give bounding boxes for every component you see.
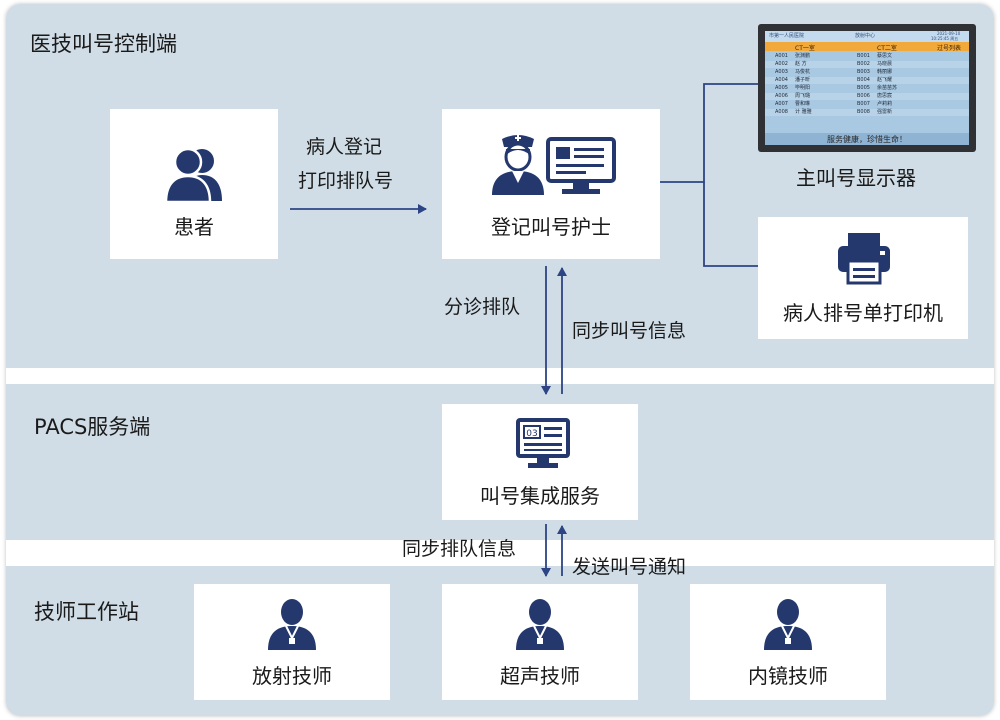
screen-date: 2021-09-10 — [937, 31, 961, 36]
connectors — [290, 83, 758, 577]
screen-patient-name: 毕明阳 — [795, 85, 811, 91]
edge-label-send-call: 发送叫号通知 — [572, 556, 687, 578]
screen-patient-name: 韩丽娜 — [877, 69, 893, 75]
screen-queue-number: B003 — [857, 69, 870, 75]
screen-queue-number: A008 — [775, 109, 788, 115]
display-screen: 市第一人民医院 放射中心 2021-09-10 10:25:45 周五 CT一室… — [765, 31, 969, 145]
patient-label: 患者 — [174, 215, 214, 239]
screen-row: A005 毕明阳 B005 余苗苗苏 — [765, 85, 969, 92]
screen-header: CT一室 CT二室 过号列表 — [765, 42, 969, 52]
screen-patient-name: 曹和琳 — [795, 101, 811, 107]
screen-queue-number: B001 — [857, 53, 870, 59]
endoscopy-tech-label: 内镜技师 — [748, 664, 828, 688]
call-display-icon: 03 — [516, 418, 570, 468]
screen-topbar: 市第一人民医院 放射中心 2021-09-10 10:25:45 周五 — [765, 31, 969, 42]
screen-row: A003 马俊杭 B003 韩丽娜 — [765, 69, 969, 76]
service-label: 叫号集成服务 — [480, 484, 600, 508]
node-radiology-tech: 放射技师 — [194, 584, 390, 700]
screen-patient-name: 余苗苗苏 — [877, 85, 898, 91]
screen-patient-name: 张渊鹏 — [795, 53, 811, 59]
screen-patient-name: 赵 方 — [795, 61, 807, 67]
screen-patient-name: 潘子昕 — [795, 77, 811, 83]
screen-patient-name: 蔡思文 — [877, 53, 893, 59]
screen-footer: 服务健康，珍惜生命！ — [765, 133, 969, 145]
edge-label-print-queue: 打印排队号 — [298, 170, 394, 192]
screen-patient-name: 赵飞耀 — [877, 77, 893, 83]
technician-icon — [516, 599, 564, 650]
screen-patient-name: 计 雅雅 — [795, 109, 812, 115]
screen-patient-name: 马晓晨 — [877, 61, 893, 67]
ultrasound-tech-label: 超声技师 — [500, 664, 580, 688]
node-nurse: 登记叫号护士 — [442, 109, 660, 259]
queue-number-glyph: 03 — [526, 429, 537, 439]
screen-queue-number: A007 — [775, 101, 788, 107]
printer-label: 病人排号单打印机 — [783, 301, 943, 325]
screen-queue-number: A002 — [775, 61, 788, 67]
screen-queue-number: B006 — [857, 93, 870, 99]
screen-patient-name: 唐思宸 — [877, 93, 893, 99]
node-patient: 患者 — [110, 109, 278, 259]
edge-label-sync-queue: 同步排队信息 — [402, 538, 517, 560]
node-call-service: 03 叫号集成服务 — [442, 404, 638, 520]
screen-patient-name: 马俊杭 — [795, 69, 811, 75]
screen-row: A008 计 雅雅 B008 强雷新 — [765, 109, 969, 116]
screen-time: 10:25:45 周五 — [931, 36, 959, 41]
screen-queue-number: B005 — [857, 85, 870, 91]
users-icon — [164, 147, 222, 203]
screen-department: 放射中心 — [855, 33, 876, 39]
screen-patient-name: 卢莉莉 — [877, 101, 893, 107]
line-nurse-to-printer — [703, 182, 758, 267]
screen-queue-number: B004 — [857, 77, 870, 83]
screen-col-ct1: CT一室 — [795, 45, 815, 52]
nurse-label: 登记叫号护士 — [491, 215, 611, 239]
line-nurse-to-monitor — [660, 83, 758, 183]
node-printer: 病人排号单打印机 — [758, 217, 968, 339]
computer-monitor-icon — [546, 137, 616, 194]
screen-queue-number: A006 — [775, 93, 788, 99]
screen-patient-name: 周飞璐 — [795, 93, 811, 99]
radiology-tech-label: 放射技师 — [252, 664, 332, 688]
edge-label-sync-call: 同步叫号信息 — [572, 320, 687, 342]
technician-icon — [268, 599, 316, 650]
nurse-icon — [492, 135, 544, 195]
screen-queue-number: B008 — [857, 109, 870, 115]
screen-col-ct2: CT二室 — [877, 45, 897, 52]
screen-queue-number: A005 — [775, 85, 788, 91]
screen-queue-number: A001 — [775, 53, 788, 59]
section-label-workstation: 技师工作站 — [34, 600, 139, 624]
edge-label-register: 病人登记 — [306, 136, 383, 158]
printer-icon — [838, 233, 890, 285]
screen-patient-name: 强雷新 — [877, 109, 893, 115]
technician-icon — [764, 599, 812, 650]
section-label-control: 医技叫号控制端 — [30, 32, 177, 56]
screen-row: A002 赵 方 B002 马晓晨 — [765, 61, 969, 68]
screen-row: A007 曹和琳 B007 卢莉莉 — [765, 101, 969, 108]
screen-row: A006 周飞璐 B006 唐思宸 — [765, 93, 969, 100]
monitor-label: 主叫号显示器 — [796, 166, 916, 190]
screen-slogan: 服务健康，珍惜生命！ — [827, 135, 907, 144]
screen-queue-number: A003 — [775, 69, 788, 75]
node-endoscopy-tech: 内镜技师 — [690, 584, 886, 700]
display-monitor: 市第一人民医院 放射中心 2021-09-10 10:25:45 周五 CT一室… — [758, 24, 976, 152]
screen-queue-number: B002 — [857, 61, 870, 67]
diagram-frame: 医技叫号控制端 PACS服务端 技师工作站 患者 病人登记 打印排队号 — [6, 4, 994, 716]
screen-col-missed: 过号列表 — [937, 45, 962, 52]
screen-queue-number: A004 — [775, 77, 788, 83]
edge-label-triage: 分诊排队 — [444, 296, 521, 318]
section-label-pacs: PACS服务端 — [34, 415, 151, 439]
screen-queue-number: B007 — [857, 101, 870, 107]
screen-row: A001 张渊鹏 B001 蔡思文 — [765, 53, 969, 60]
screen-hospital: 市第一人民医院 — [769, 33, 805, 39]
node-ultrasound-tech: 超声技师 — [442, 584, 638, 700]
screen-row: A004 潘子昕 B004 赵飞耀 — [765, 77, 969, 84]
